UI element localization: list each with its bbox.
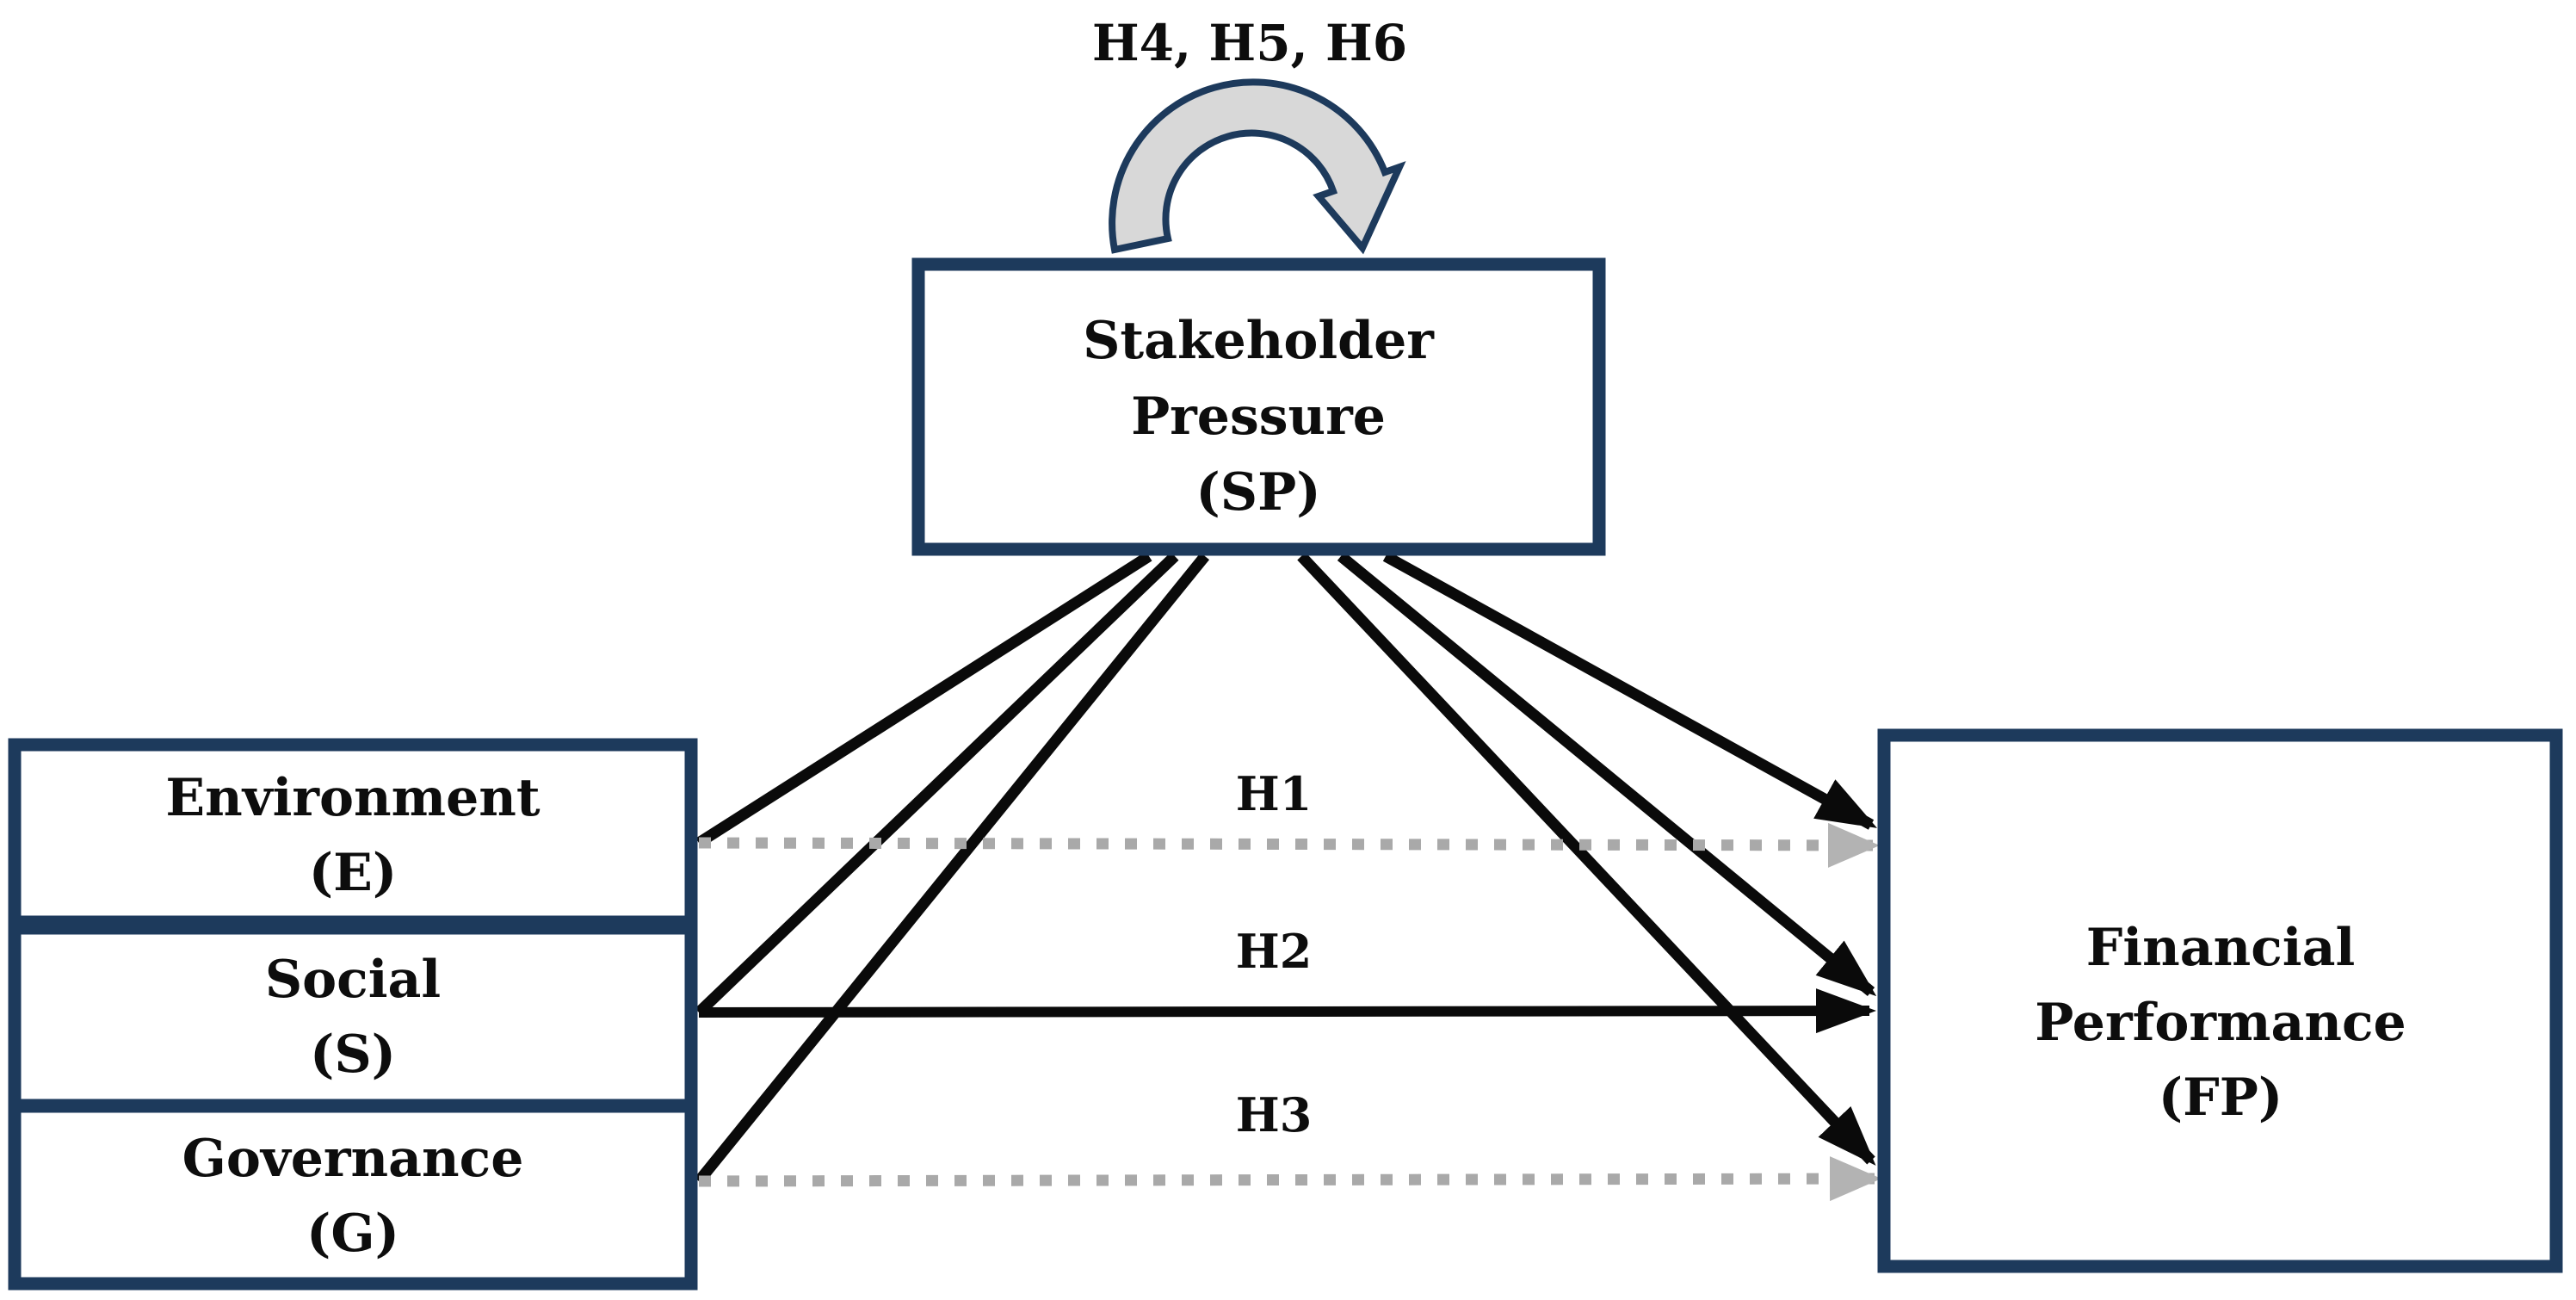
circular-arrow-icon (1109, 78, 1406, 255)
arrow-h1-environment-to-fp (698, 822, 1880, 868)
environment-label: Environment (165, 768, 541, 828)
arrow-sp-to-fp-lower (1297, 552, 1876, 1166)
environment-abbr: (E) (309, 843, 398, 903)
social-abbr: (S) (310, 1025, 396, 1085)
h3-label: H3 (1236, 1087, 1313, 1142)
governance-box (8, 1099, 698, 1291)
governance-label: Governance (182, 1129, 524, 1189)
line-sp-to-environment (695, 551, 1152, 848)
node-social: Social (S) (8, 921, 698, 1112)
moderator-arrows (1297, 551, 1878, 1166)
environment-box (8, 738, 698, 929)
financial-performance-label-line2: Performance (2035, 993, 2406, 1053)
h2-label: H2 (1236, 924, 1313, 979)
social-box (8, 921, 698, 1112)
financial-performance-box (1877, 728, 2563, 1273)
moderation-hypotheses-label: H4, H5, H6 (1092, 14, 1407, 72)
node-stakeholder-pressure: Stakeholder Pressure (SP) (911, 257, 1606, 556)
financial-performance-abbr: (FP) (2159, 1068, 2283, 1128)
line-sp-to-governance (694, 552, 1210, 1185)
line-sp-to-social (695, 552, 1179, 1017)
financial-performance-label-line1: Financial (2086, 918, 2356, 978)
stakeholder-pressure-abbr: (SP) (1195, 462, 1320, 523)
stakeholder-pressure-box (911, 257, 1606, 556)
node-financial-performance: Financial Performance (FP) (1877, 728, 2563, 1273)
hypothesis-paths: H1 H2 H3 (698, 766, 1881, 1202)
arrow-sp-to-fp-upper (1382, 551, 1878, 830)
arrow-h3-governance-to-fp (698, 1156, 1881, 1202)
arrow-sp-to-fp-middle (1337, 551, 1877, 997)
governance-abbr: (G) (306, 1204, 399, 1264)
stakeholder-pressure-label-line2: Pressure (1131, 387, 1386, 447)
node-governance: Governance (G) (8, 1099, 698, 1291)
moderator-connector-lines (694, 551, 1210, 1185)
arrow-h2-social-to-fp (698, 988, 1876, 1034)
social-label: Social (265, 950, 441, 1010)
stakeholder-pressure-label-line1: Stakeholder (1083, 311, 1435, 371)
h1-label: H1 (1236, 766, 1313, 821)
node-environment: Environment (E) (8, 738, 698, 929)
